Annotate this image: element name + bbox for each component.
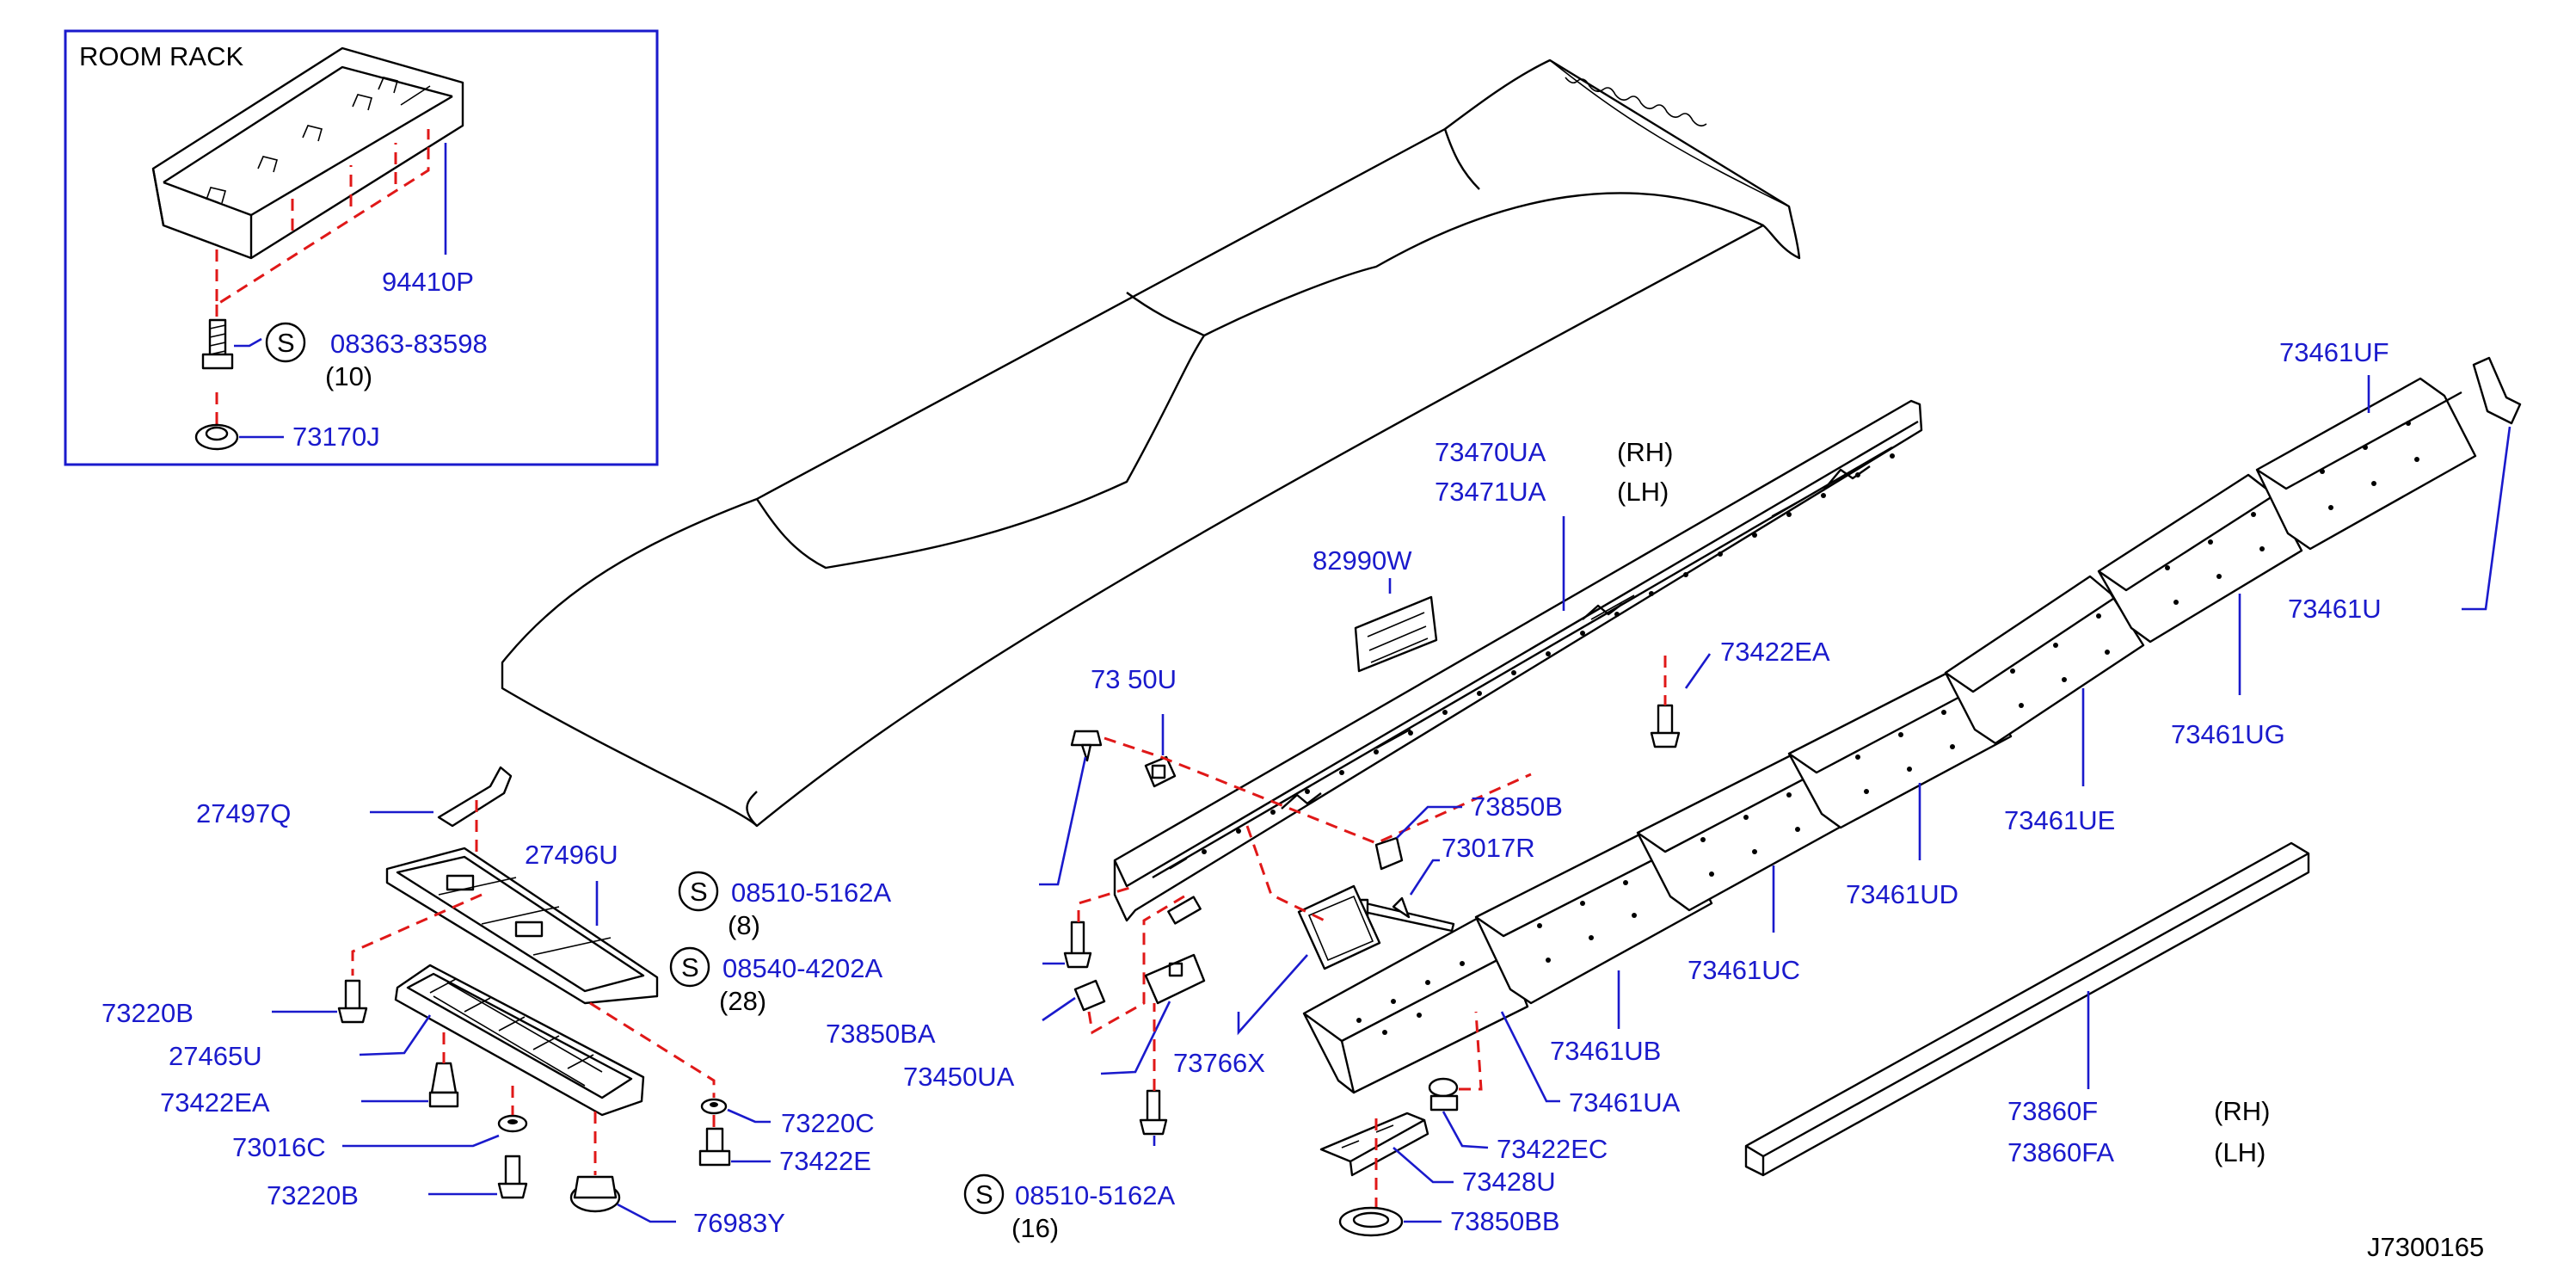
grommet-73850BB bbox=[1338, 1206, 1404, 1237]
label-lh-1: (LH) bbox=[1617, 477, 1669, 507]
screw-upper-left bbox=[1070, 730, 1103, 762]
label-73450U: 73 50U bbox=[1091, 664, 1177, 694]
clip-73422EA-upper bbox=[1650, 704, 1681, 748]
symbol-s-1: S bbox=[690, 877, 708, 907]
inset-border bbox=[64, 29, 659, 466]
label-73422EA: 73422EA bbox=[160, 1087, 270, 1118]
label-73220B-upper: 73220B bbox=[101, 998, 194, 1028]
symbol-s-circle bbox=[265, 322, 306, 363]
panel-73461UF bbox=[2255, 377, 2477, 551]
plate-27496U bbox=[385, 847, 659, 1005]
washer-73220C bbox=[700, 1098, 728, 1115]
label-73220C: 73220C bbox=[781, 1108, 875, 1138]
symbol-s-3: S bbox=[975, 1179, 993, 1210]
label-73461UB: 73461UB bbox=[1550, 1036, 1661, 1066]
label-82990W: 82990W bbox=[1313, 545, 1412, 576]
bracket-27497Q bbox=[437, 766, 513, 828]
label-73017R: 73017R bbox=[1442, 833, 1535, 863]
label-08363-83598: 08363-83598 bbox=[330, 329, 488, 359]
label-73016C: 73016C bbox=[232, 1132, 326, 1162]
label-73850B: 73850B bbox=[1471, 791, 1563, 822]
clip-73422EA bbox=[428, 1062, 459, 1108]
label-73471UA: 73471UA bbox=[1435, 477, 1546, 507]
clip-73850B bbox=[1374, 836, 1404, 871]
room-rack-tray bbox=[151, 46, 464, 260]
label-76983Y: 76983Y bbox=[693, 1208, 785, 1238]
label-73428U: 73428U bbox=[1462, 1167, 1556, 1197]
clip-73450UA bbox=[1144, 953, 1206, 1005]
label-rh-2: (RH) bbox=[2214, 1096, 2270, 1126]
symbol-s: S bbox=[277, 328, 295, 358]
screw-08510-16 bbox=[1139, 1089, 1168, 1136]
bolt-73220B-lower bbox=[497, 1155, 528, 1199]
label-08510-5162A-16: 08510-5162A bbox=[1015, 1180, 1175, 1210]
label-73461UA: 73461UA bbox=[1569, 1087, 1681, 1118]
label-94410P: 94410P bbox=[382, 267, 474, 297]
end-cap-73461U bbox=[2472, 356, 2522, 425]
label-73461U: 73461U bbox=[2288, 594, 2382, 624]
label-73850BA: 73850BA bbox=[826, 1019, 936, 1049]
part-82990W bbox=[1354, 595, 1438, 673]
qty-08540-4202A: (28) bbox=[719, 986, 766, 1016]
bolt-73220B-upper bbox=[337, 979, 368, 1024]
label-73422EC: 73422EC bbox=[1497, 1134, 1608, 1164]
label-27465U: 27465U bbox=[169, 1041, 262, 1071]
panel-73461UG bbox=[2097, 473, 2303, 644]
label-73422EA-partial: 73422EA bbox=[1720, 637, 1830, 667]
label-08510-5162A-8: 08510-5162A bbox=[731, 878, 891, 908]
bolt-08363-83598 bbox=[201, 318, 234, 370]
label-73766X: 73766X bbox=[1173, 1048, 1265, 1078]
inset-title: ROOM RACK bbox=[79, 41, 244, 71]
label-lh-2: (LH) bbox=[2214, 1137, 2266, 1167]
qty-08510-5162A-8: (8) bbox=[728, 910, 760, 940]
label-73461UE: 73461UE bbox=[2004, 805, 2115, 835]
label-73450UA: 73450UA bbox=[903, 1062, 1015, 1092]
label-73220B-lower: 73220B bbox=[267, 1180, 359, 1210]
label-73461UD: 73461UD bbox=[1846, 879, 1958, 909]
qty-08510-5162A-16: (16) bbox=[1011, 1213, 1059, 1243]
cap-76983Y bbox=[569, 1175, 621, 1213]
label-rh-1: (RH) bbox=[1617, 437, 1673, 467]
molding-73860F bbox=[1744, 841, 2310, 1177]
label-73461UF: 73461UF bbox=[2279, 337, 2389, 367]
nut-73170J bbox=[194, 423, 239, 451]
inset-room-rack: ROOM RACK 94410P S bbox=[64, 29, 659, 466]
washer-73016C bbox=[497, 1114, 528, 1133]
step-board-27465U bbox=[394, 964, 645, 1117]
label-73470UA: 73470UA bbox=[1435, 437, 1546, 467]
label-73860F: 73860F bbox=[2007, 1096, 2098, 1126]
label-73850BB: 73850BB bbox=[1450, 1206, 1560, 1236]
label-27497Q: 27497Q bbox=[196, 798, 291, 828]
panel-73461UE bbox=[1944, 575, 2145, 745]
roof-panel bbox=[501, 59, 1801, 828]
symbol-s-2: S bbox=[681, 952, 699, 982]
qty-08363-83598: (10) bbox=[325, 361, 372, 391]
symbol-s-circle-1 bbox=[678, 871, 719, 912]
label-73422E: 73422E bbox=[779, 1146, 871, 1176]
label-73461UG: 73461UG bbox=[2171, 719, 2285, 749]
label-08540-4202A: 08540-4202A bbox=[722, 953, 882, 983]
gasket-73766X bbox=[1297, 884, 1381, 970]
screw-mid-left bbox=[1063, 921, 1092, 969]
side-rail-73470UA bbox=[1113, 399, 1923, 925]
symbol-s-circle-3 bbox=[963, 1173, 1005, 1215]
bracket-73428U bbox=[1319, 1112, 1429, 1177]
clip-73850BA bbox=[1073, 979, 1106, 1012]
label-73860FA: 73860FA bbox=[2007, 1137, 2114, 1167]
label-27496U: 27496U bbox=[525, 840, 618, 870]
clip-73450U bbox=[1144, 755, 1177, 788]
symbol-s-circle-2 bbox=[669, 946, 710, 988]
diagram-id: J7300165 bbox=[2367, 1232, 2484, 1262]
label-73170J: 73170J bbox=[292, 422, 380, 452]
clip-73422EC bbox=[1428, 1077, 1459, 1112]
label-73461UC: 73461UC bbox=[1688, 955, 1800, 985]
clip-73422E bbox=[698, 1127, 731, 1167]
